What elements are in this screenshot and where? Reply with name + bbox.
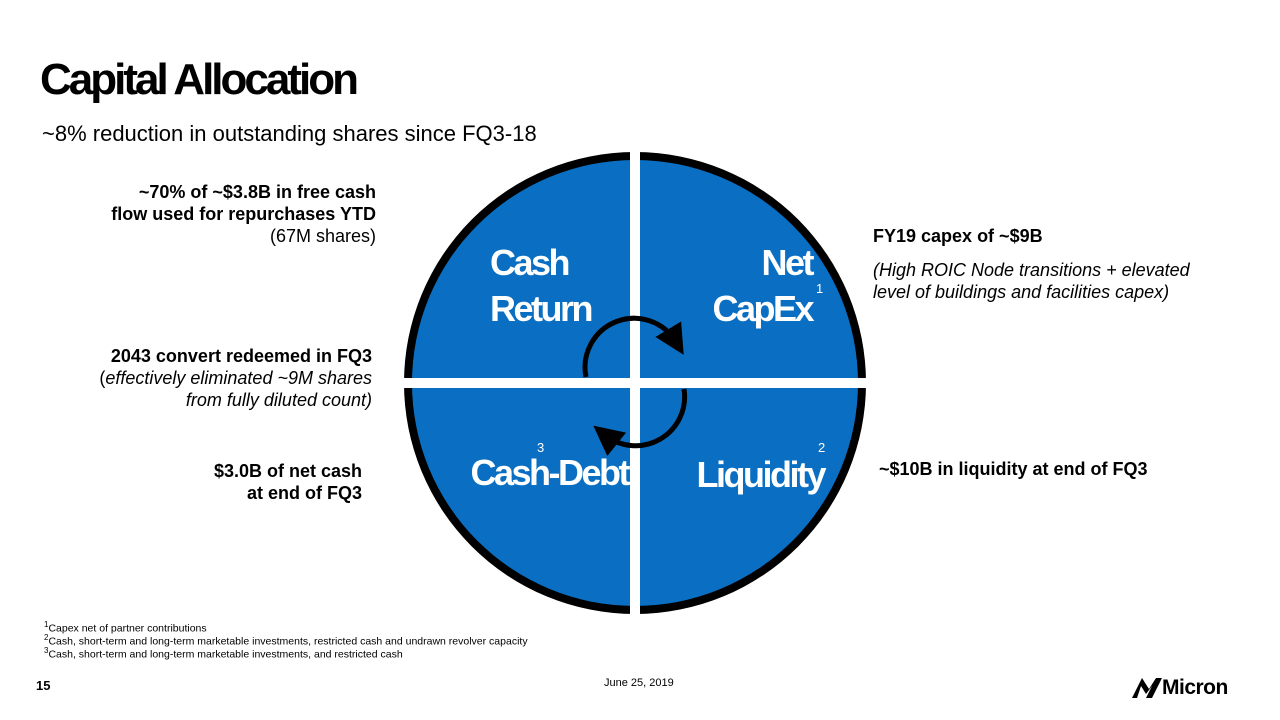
footnote-3-number: 3 [44, 646, 49, 655]
repurchase-note: ~70% of ~$3.8B in free cash flow used fo… [40, 181, 376, 247]
micron-logo: Micron [1132, 676, 1228, 699]
convert-line3: from fully diluted count) [185, 390, 372, 410]
footnote-2-number: 2 [44, 633, 49, 642]
repurchase-line1: ~70% of ~$3.8B in free cash [138, 182, 376, 202]
capex-note: FY19 capex of ~$9B (High ROIC Node trans… [873, 225, 1273, 303]
liquidity-footnote-marker: 2 [818, 440, 826, 455]
cash-return-line1: Cash [490, 242, 571, 283]
circular-arrows-icon [582, 315, 688, 457]
footnote-1-text: Capex net of partner contributions [48, 622, 207, 635]
convert-open-paren: ( [99, 368, 106, 388]
net-cash-line2: at end of FQ3 [246, 483, 362, 503]
page-number: 15 [36, 678, 51, 693]
net-cash-note: $3.0B of net cash at end of FQ3 [40, 460, 362, 504]
page-subtitle: ~8% reduction in outstanding shares sinc… [42, 121, 537, 146]
capex-line3: level of buildings and facilities capex) [873, 282, 1170, 302]
footnote-1: 1Capex net of partner contributions [44, 618, 207, 636]
net-cash-line1: $3.0B of net cash [213, 461, 362, 481]
footnote-3: 3Cash, short-term and long-term marketab… [44, 644, 403, 662]
convert-line1: 2043 convert redeemed in FQ3 [110, 346, 372, 366]
capex-line2: (High ROIC Node transitions + elevated [873, 260, 1190, 280]
wheel-horizontal-divider [404, 378, 866, 388]
repurchase-line2: flow used for repurchases YTD [111, 204, 376, 224]
quadrant-net-capex: Net CapEx [640, 240, 814, 332]
net-capex-footnote-marker: 1 [816, 281, 824, 296]
capital-allocation-wheel [404, 152, 866, 614]
repurchase-line3: (67M shares) [269, 226, 376, 246]
footnote-2: 2Cash, short-term and long-term marketab… [44, 631, 528, 649]
net-capex-line1: Net [761, 242, 814, 283]
quadrant-liquidity: Liquidity [696, 454, 827, 495]
cash-return-line2: Return [490, 288, 594, 329]
micron-logo-text: Micron [1162, 676, 1228, 699]
page-title: Capital Allocation [40, 55, 359, 104]
quadrant-cash-debt: Cash-Debt [470, 452, 630, 493]
liquidity-note: ~$10B in liquidity at end of FQ3 [879, 459, 1148, 479]
convert-note: 2043 convert redeemed in FQ3 (effectivel… [40, 345, 372, 411]
footnote-1-number: 1 [44, 620, 49, 629]
net-capex-line2: CapEx [712, 288, 814, 329]
convert-line2: effectively eliminated ~9M shares [105, 368, 372, 388]
cash-debt-footnote-marker: 3 [537, 440, 545, 455]
capex-line1: FY19 capex of ~$9B [873, 226, 1043, 246]
footnote-2-text: Cash, short-term and long-term marketabl… [48, 635, 528, 648]
quadrant-cash-return: Cash Return [490, 240, 594, 332]
presentation-date: June 25, 2019 [604, 677, 674, 689]
footnote-3-text: Cash, short-term and long-term marketabl… [48, 648, 403, 661]
